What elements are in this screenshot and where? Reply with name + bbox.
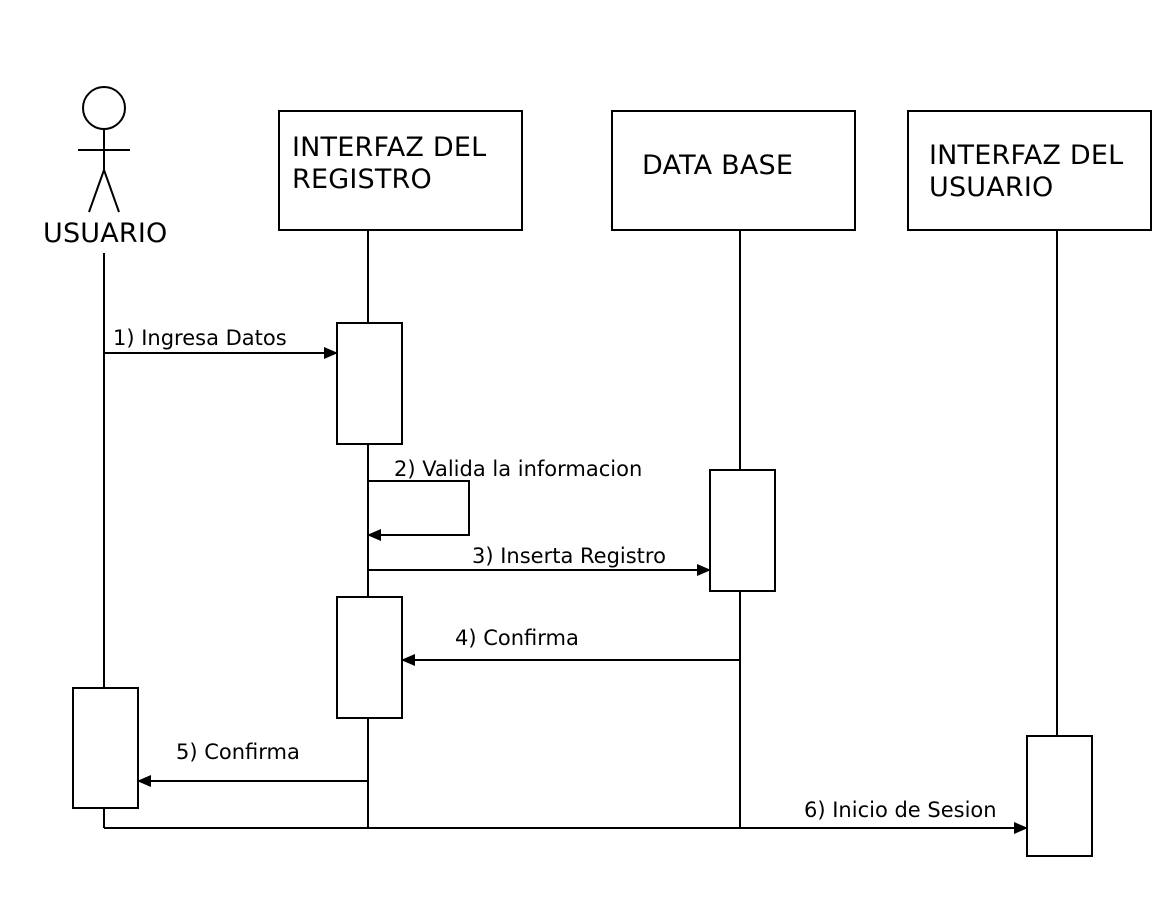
activation-database [709, 469, 776, 592]
participant-usuario-ui-line2: USUARIO [929, 172, 1054, 203]
participant-usuario-ui-line1: INTERFAZ DEL [929, 140, 1124, 171]
participant-box-database [611, 110, 856, 231]
message-2-arrow [367, 480, 470, 541]
message-4-label: 4) Confirma [455, 626, 579, 650]
participant-box-usuario-ui [907, 110, 1152, 231]
activation-usuario [72, 687, 139, 809]
actor-leg-left [88, 169, 105, 213]
message-1-label: 1) Ingresa Datos [113, 326, 287, 350]
actor-head [82, 86, 126, 130]
participant-database-label: DATA BASE [642, 150, 794, 181]
actor-label: USUARIO [43, 218, 168, 249]
message-3-label: 3) Inserta Registro [472, 544, 666, 568]
message-2-label: 2) Valida la informacion [394, 457, 643, 481]
actor-usuario [78, 86, 130, 213]
message-6-label: 6) Inicio de Sesion [804, 798, 997, 822]
activation-registro-2 [336, 596, 403, 719]
participant-registro-line1: INTERFAZ DEL [292, 132, 487, 163]
actor-leg-right [103, 169, 120, 213]
activation-usuario-ui [1026, 735, 1093, 857]
activation-registro-1 [336, 322, 403, 445]
participant-box-registro [278, 110, 523, 231]
message-5-label: 5) Confirma [176, 740, 300, 764]
participant-registro-line2: REGISTRO [292, 164, 432, 195]
